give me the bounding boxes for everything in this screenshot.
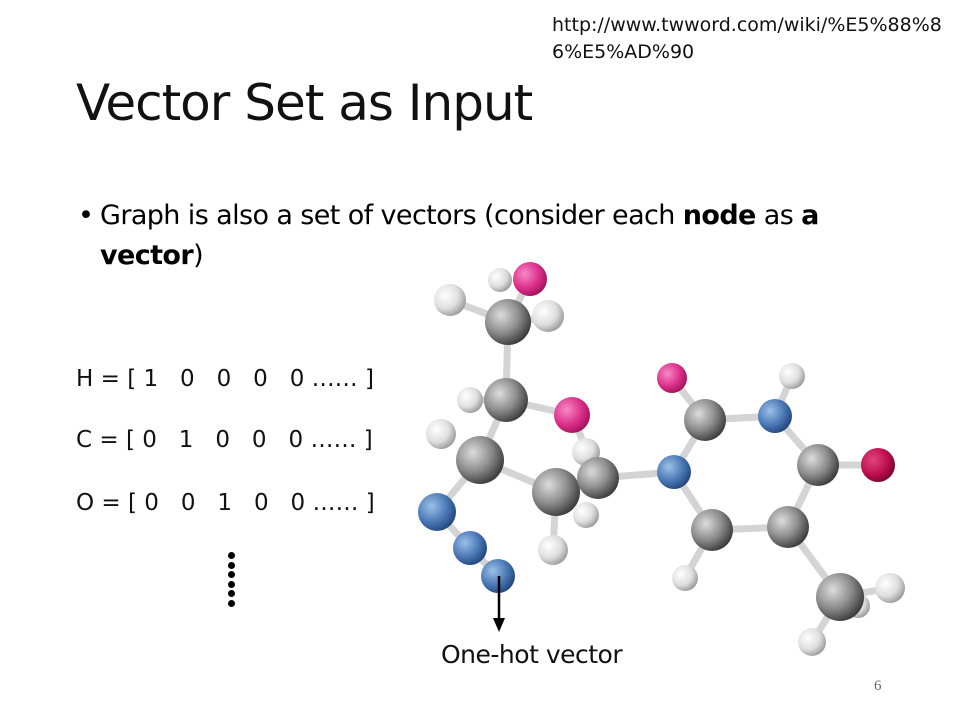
bullet-dot-icon: • — [78, 200, 94, 231]
bullet-bold-vector: a vector — [100, 200, 819, 271]
source-link[interactable]: http://www.twword.com/wiki/%E5%88%86%E5%… — [552, 14, 942, 63]
molecule-diagram — [418, 262, 905, 656]
atoms — [418, 262, 905, 656]
vertical-ellipsis-icon — [228, 552, 236, 609]
down-arrow-icon — [493, 576, 505, 632]
bullet-text-part: as — [755, 200, 802, 231]
slide-title: Vector Set as Input — [76, 74, 533, 132]
bullet-point: • Graph is also a set of vectors (consid… — [78, 196, 878, 276]
vector-h: H = [ 1 0 0 0 0 …… ] — [76, 366, 374, 392]
bullet-bold-node: node — [682, 200, 757, 231]
page-number: 6 — [874, 678, 882, 694]
bullet-text-part: Graph is also a set of vectors (consider… — [100, 200, 683, 231]
one-hot-vector-label: One-hot vector — [441, 640, 623, 669]
bullet-text-part: ) — [193, 240, 204, 271]
vector-o: O = [ 0 0 1 0 0 …… ] — [76, 490, 375, 516]
vector-c: C = [ 0 1 0 0 0 …… ] — [76, 427, 373, 453]
bullet-text: Graph is also a set of vectors (consider… — [100, 196, 878, 276]
